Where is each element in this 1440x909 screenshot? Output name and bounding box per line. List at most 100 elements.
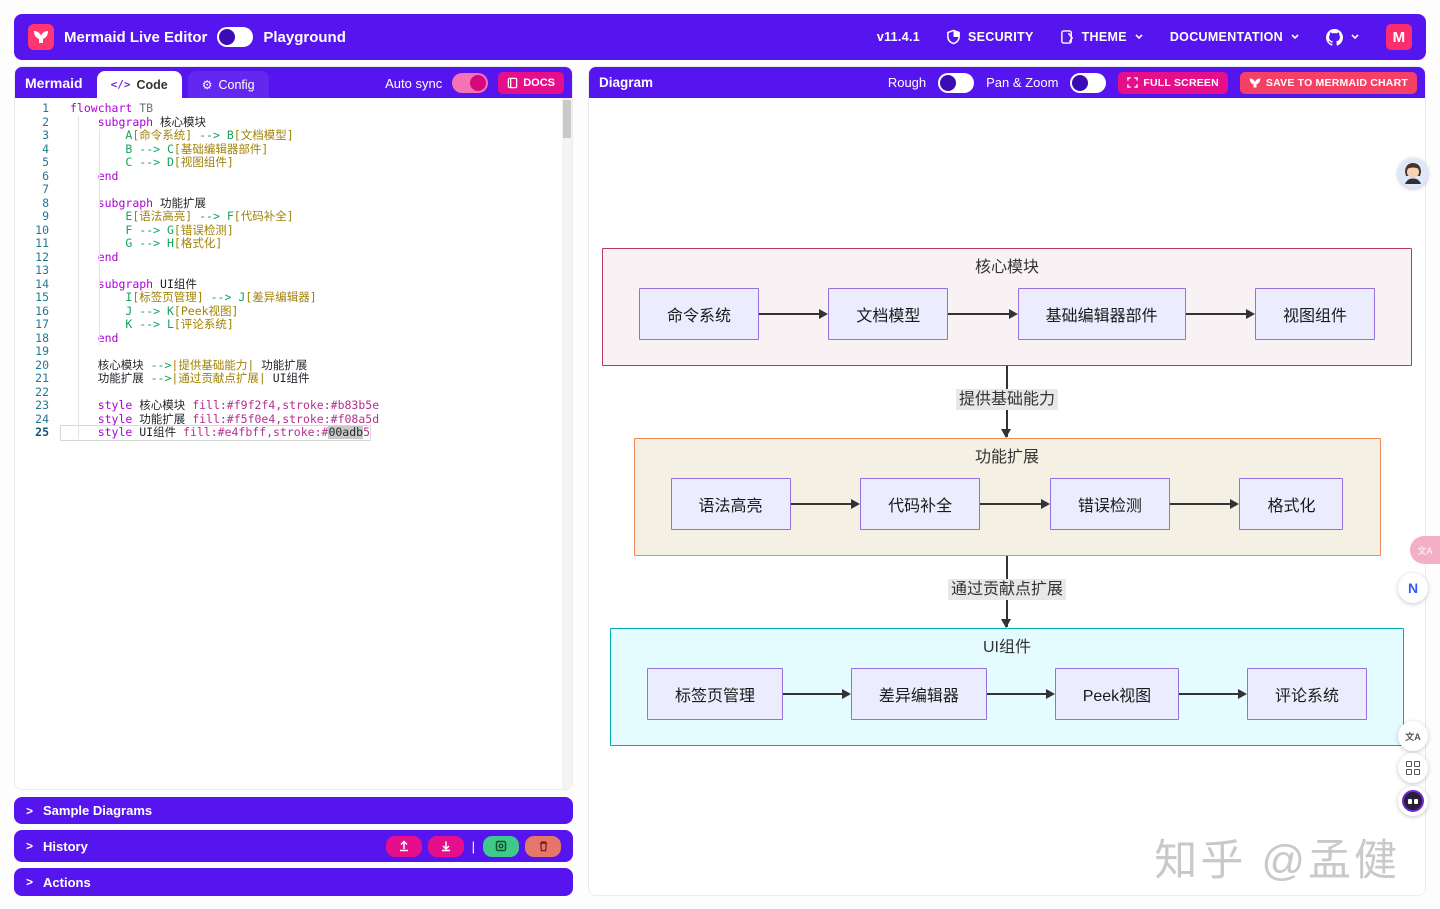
upload-icon <box>399 840 408 852</box>
flow-node: 文档模型 <box>828 288 949 340</box>
code-line[interactable]: 23 style 核心模块 fill:#f9f2f4,stroke:#b83b5… <box>15 398 572 413</box>
line-number: 13 <box>35 263 49 277</box>
assistant-button[interactable] <box>1398 786 1428 816</box>
documentation-menu[interactable]: DOCUMENTATION <box>1170 30 1300 44</box>
separator: | <box>471 838 475 854</box>
app-title: Mermaid Live Editor <box>64 28 208 46</box>
theme-menu[interactable]: THEME <box>1060 29 1144 45</box>
tab-code[interactable]: </> Code <box>96 71 182 98</box>
code-line[interactable]: 13 <box>15 263 572 278</box>
line-number: 5 <box>42 155 49 169</box>
editor-scrollbar[interactable] <box>562 98 572 789</box>
mermaid-chart-logo[interactable]: M <box>1386 24 1412 50</box>
actions-label: Actions <box>43 874 91 890</box>
navbar-right: v11.4.1 SECURITY THEME DOCUMENTATION M <box>877 24 1412 50</box>
code-line[interactable]: 5 C --> D[视图组件] <box>15 155 572 170</box>
subgraph: 核心模块命令系统文档模型基础编辑器部件视图组件 <box>602 248 1412 366</box>
flow-arrow <box>759 309 829 319</box>
flow-node: 格式化 <box>1239 478 1344 530</box>
code-line[interactable]: 14 subgraph UI组件 <box>15 277 572 292</box>
avatar[interactable] <box>1398 158 1428 188</box>
code-line[interactable]: 24 style 功能扩展 fill:#f5f0e4,stroke:#f08a5… <box>15 412 572 427</box>
code-line[interactable]: 22 <box>15 385 572 400</box>
flow-node: 基础编辑器部件 <box>1017 288 1186 340</box>
code-line[interactable]: 4 B --> C[基础编辑器部件] <box>15 141 572 157</box>
save-to-mermaid-chart-label: SAVE TO MERMAID CHART <box>1265 76 1408 89</box>
code-line[interactable]: 3 A[命令系统] --> B[文档模型] <box>15 128 572 143</box>
line-number: 7 <box>42 182 49 196</box>
clear-history-button[interactable] <box>525 835 561 857</box>
graph-extension-button[interactable]: N <box>1398 573 1428 603</box>
code-line[interactable]: 16 J --> K[Peek视图] <box>15 304 572 319</box>
code-line[interactable]: 12 end <box>15 249 572 265</box>
code-line[interactable]: 25 style UI组件 fill:#e4fbff,stroke:#00adb… <box>15 425 572 441</box>
translate-tab[interactable]: 文A <box>1410 536 1440 564</box>
tab-config[interactable]: ⚙ Config <box>187 71 269 98</box>
toggle-knob <box>470 75 487 91</box>
playground-label: Playground <box>263 28 346 46</box>
diagram-canvas[interactable]: 核心模块命令系统文档模型基础编辑器部件视图组件提供基础能力功能扩展语法高亮代码补… <box>589 98 1425 895</box>
save-history-button[interactable] <box>483 835 519 857</box>
code-line[interactable]: 8 subgraph 功能扩展 <box>15 196 572 211</box>
flow-node: 语法高亮 <box>670 478 791 530</box>
playground-toggle[interactable] <box>217 27 254 47</box>
robot-face-icon <box>1402 790 1424 812</box>
line-number: 12 <box>35 249 49 264</box>
code-line[interactable]: 21 功能扩展 -->|通过贡献点扩展| UI组件 <box>15 371 572 386</box>
rough-toggle[interactable] <box>938 72 975 93</box>
code-line[interactable]: 7 <box>15 182 572 197</box>
history-bar[interactable]: > History | <box>14 830 573 862</box>
line-number: 4 <box>42 141 49 156</box>
trash-icon <box>539 841 547 852</box>
code-line[interactable]: 10 F --> G[错误检测] <box>15 223 572 238</box>
sample-diagrams-label: Sample Diagrams <box>43 803 153 818</box>
github-menu[interactable] <box>1326 28 1360 46</box>
pan-zoom-toggle[interactable] <box>1070 72 1107 93</box>
line-number: 11 <box>35 236 49 250</box>
flow-edge: 通过贡献点扩展 <box>857 556 1157 628</box>
line-number: 25 <box>35 425 49 439</box>
full-screen-button[interactable]: FULL SCREEN <box>1118 71 1228 94</box>
code-line[interactable]: 6 end <box>15 169 572 184</box>
chevron-right-icon: > <box>26 803 34 818</box>
docs-button-label: DOCS <box>523 77 555 89</box>
gear-icon: ⚙ <box>201 77 213 92</box>
tab-config-label: Config <box>218 77 255 92</box>
docs-button[interactable]: DOCS <box>498 72 564 94</box>
grid-extension-button[interactable] <box>1398 753 1428 783</box>
code-line[interactable]: 20 核心模块 -->|提供基础能力| 功能扩展 <box>15 358 572 373</box>
toggle-knob <box>219 29 236 45</box>
translate-icon: 文A <box>1417 545 1433 556</box>
edge-label: 提供基础能力 <box>955 389 1058 410</box>
actions-bar[interactable]: > Actions <box>14 868 573 896</box>
code-line[interactable]: 2 subgraph 核心模块 <box>15 115 572 130</box>
save-to-mermaid-chart-button[interactable]: SAVE TO MERMAID CHART <box>1239 71 1417 94</box>
code-line[interactable]: 17 K --> L[评论系统] <box>15 317 572 332</box>
code-line[interactable]: 9 E[语法高亮] --> F[代码补全] <box>15 209 572 224</box>
code-line[interactable]: 11 G --> H[格式化] <box>15 236 572 251</box>
code-line[interactable]: 19 <box>15 344 572 359</box>
flow-node: 错误检测 <box>1049 478 1170 530</box>
tab-code-label: Code <box>136 77 168 92</box>
flow-edge: 提供基础能力 <box>857 366 1157 438</box>
version-label: v11.4.1 <box>876 30 920 44</box>
chevron-down-icon <box>1135 34 1143 40</box>
flow-node: 标签页管理 <box>647 668 784 720</box>
auto-sync-toggle[interactable] <box>452 73 489 93</box>
code-line[interactable]: 15 I[标签页管理] --> J[差异编辑器] <box>15 290 572 305</box>
translate-button[interactable]: 文A <box>1398 721 1428 751</box>
line-number: 18 <box>35 330 49 345</box>
upload-history-button[interactable] <box>385 835 422 857</box>
code-line[interactable]: 18 end <box>15 330 572 346</box>
flow-arrow <box>790 499 861 509</box>
security-menu[interactable]: SECURITY <box>946 29 1034 45</box>
sample-diagrams-bar[interactable]: > Sample Diagrams <box>14 797 573 824</box>
flow-node: 视图组件 <box>1254 288 1375 340</box>
mermaid-chart-icon <box>1249 78 1261 87</box>
mermaid-logo-icon[interactable] <box>28 24 54 50</box>
scrollbar-thumb[interactable] <box>563 100 571 138</box>
download-history-button[interactable] <box>427 835 464 857</box>
